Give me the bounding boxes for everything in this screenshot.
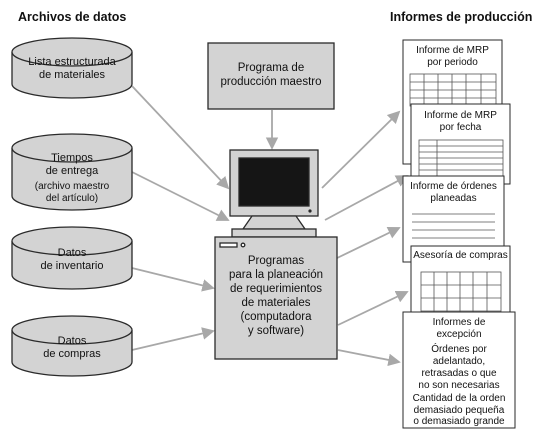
master-program-label: Programa de producción maestro <box>220 62 322 88</box>
arrow-to-report-date <box>324 175 409 221</box>
report-sheet-date <box>410 103 511 185</box>
arrow-to-report-purchasing <box>337 290 409 326</box>
report-purchasing-title: Asesoría de compras <box>413 250 508 261</box>
report-exception-body1: Órdenes por adelantado, retrasadas o que… <box>418 344 500 391</box>
data-file-inventory-label: Datos de inventario <box>40 247 104 272</box>
report-date-title: Informe de MRP por fecha <box>424 110 497 133</box>
monitor-screen <box>238 157 310 207</box>
arrow-bom-to-program <box>131 85 230 190</box>
arrow-purchases-to-program <box>131 327 215 351</box>
arrow-to-report-exception <box>337 349 401 367</box>
report-exception-title: Informes de excepción <box>432 317 486 340</box>
data-file-leadtime <box>11 133 133 211</box>
arrow-leadtime-to-program <box>131 171 230 221</box>
report-exception-body2: Cantidad de la orden demasiado pequeña o… <box>412 393 506 427</box>
arrow-to-report-planned <box>332 227 401 261</box>
data-file-inventory <box>11 226 133 290</box>
master-program-box <box>207 42 335 110</box>
arrow-inventory-to-program <box>131 267 215 292</box>
header-data-files: Archivos de datos <box>18 10 127 24</box>
header-production-reports: Informes de producción <box>390 10 533 24</box>
report-period-title: Informe de MRP por periodo <box>416 45 489 68</box>
report-planned-title: Informe de órdenes planeadas <box>410 181 497 204</box>
connector-arrows <box>131 85 409 367</box>
data-file-leadtime-sublabel: (archivo maestro del artículo) <box>34 181 110 204</box>
report-sheet-exception <box>402 311 516 429</box>
data-file-bom <box>11 37 133 99</box>
computer-program-label: Programas para la planeación de requerim… <box>229 255 323 337</box>
arrow-to-report-period <box>321 110 401 189</box>
computer-unit <box>214 236 338 360</box>
data-file-leadtime-label: Tiempos de entrega <box>45 152 99 177</box>
computer-monitor <box>229 149 319 238</box>
data-file-purchases <box>11 315 133 377</box>
data-file-bom-label: Lista estructurada de materiales <box>28 56 116 81</box>
data-file-purchases-label: Datos de compras <box>43 335 101 360</box>
